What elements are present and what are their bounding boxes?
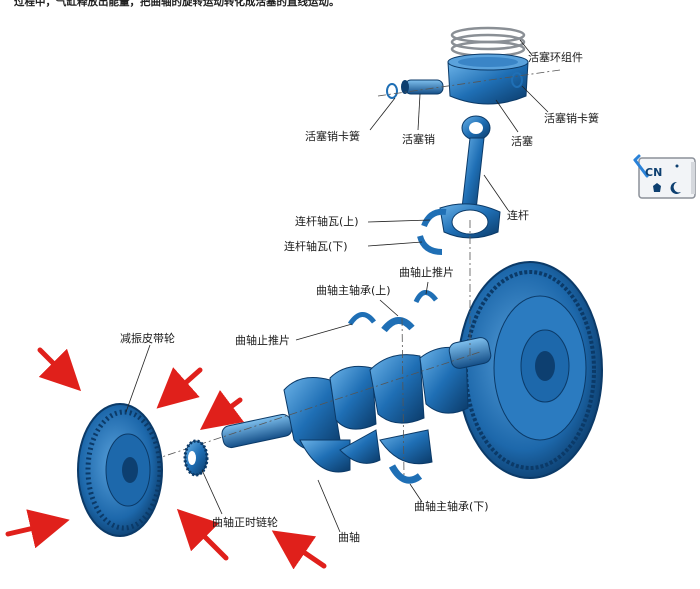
header-text: 过程中，气缸释放出能量，把曲轴的旋转运动转化成活塞的直线运动。: [14, 0, 340, 8]
label-thrust-washer-right: 曲轴止推片: [399, 266, 454, 279]
label-crank-timing-sprocket: 曲轴正时链轮: [212, 516, 278, 529]
piston-pin-clip-right: [511, 72, 523, 88]
timing-sprocket: [183, 439, 209, 477]
label-main-bearing-upper: 曲轴主轴承(上): [316, 284, 391, 297]
red-arrows: [5, 347, 327, 570]
label-connecting-rod: 连杆: [507, 209, 529, 222]
label-main-bearing-lower: 曲轴主轴承(下): [414, 500, 489, 513]
language-code: CN: [645, 166, 662, 179]
thrust-washer-left: [347, 312, 376, 326]
shirt-icon: [653, 183, 661, 192]
main-bearing-upper-part: [381, 317, 415, 333]
label-piston-pin-clip-left: 活塞销卡簧: [305, 130, 360, 143]
language-widget-graphic: CN: [633, 154, 696, 199]
piston-pin-clip-left: [386, 83, 398, 99]
piston-pin: [401, 79, 444, 95]
leader-lines: [125, 39, 549, 533]
moon-icon: [670, 181, 681, 194]
crankshaft-body: [221, 337, 492, 473]
label-rod-bearing-upper: 连杆轴瓦(上): [295, 215, 359, 228]
rod-bearing-upper: [421, 208, 447, 228]
piston-rings: [450, 26, 526, 58]
language-widget[interactable]: CN: [633, 154, 699, 202]
label-piston-pin-clip-right: 活塞销卡簧: [544, 112, 599, 125]
label-piston: 活塞: [511, 135, 533, 148]
rod-bearing-lower: [417, 235, 443, 255]
label-piston-ring-assembly: 活塞环组件: [528, 51, 583, 64]
label-rod-bearing-lower: 连杆轴瓦(下): [284, 240, 348, 253]
main-bearing-lower-part: [388, 464, 423, 484]
flywheel: [457, 261, 603, 479]
piston: [447, 53, 529, 105]
dot-icon: [675, 164, 679, 168]
label-crankshaft: 曲轴: [338, 531, 360, 544]
label-damper-pulley: 减振皮带轮: [120, 332, 175, 345]
damper-pulley: [77, 403, 163, 537]
label-thrust-washer-left: 曲轴止推片: [235, 334, 290, 347]
connecting-rod: [439, 115, 501, 239]
label-piston-pin: 活塞销: [402, 133, 435, 146]
thrust-washer-right: [413, 290, 438, 304]
